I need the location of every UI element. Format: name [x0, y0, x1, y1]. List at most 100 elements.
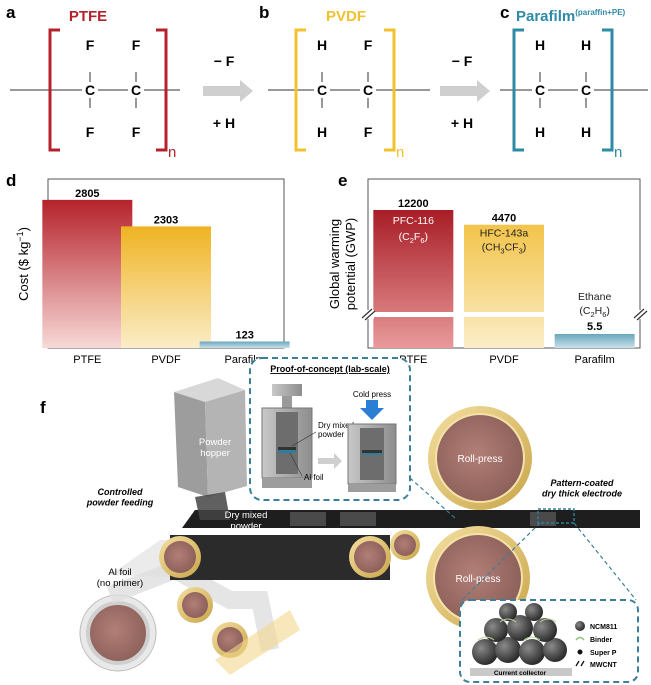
chart-d-ylabel: Cost ($ kg−1)	[15, 227, 31, 301]
legend-ncm811-icon	[575, 621, 585, 631]
panel-e: e Global warming potential (GWP) 12200PF…	[327, 171, 648, 366]
concept-title: Proof-of-concept (lab-scale)	[270, 364, 390, 374]
atom-bottom-right: F	[364, 124, 373, 140]
legend-mwcnt-icon	[575, 660, 585, 667]
atom-carbon-left: C	[535, 82, 545, 98]
chart-e-gas-formula: (C2H6)	[579, 305, 610, 319]
legend-binder: Binder	[590, 637, 612, 644]
panel-letter-e: e	[338, 171, 347, 190]
al-foil-small-label: Al foil	[304, 473, 324, 482]
repeat-n: n	[396, 144, 404, 161]
chart-d-category-label: PTFE	[73, 354, 101, 366]
al-foil-label: Al foil(no primer)	[97, 567, 143, 589]
current-collector	[470, 668, 572, 676]
panel-c: c Parafilm(paraffin+PE) H H C C H H n	[500, 3, 648, 161]
chart-e-bar-parafilm	[554, 334, 635, 348]
chart-e-ylabel-1: Global warming	[327, 219, 342, 309]
chart-e-category-label: PVDF	[489, 354, 519, 366]
electrode-zoom-inset: Current collector NCM811 Binder	[459, 522, 639, 683]
panel-letter-a: a	[6, 3, 16, 22]
legend-binder-icon	[575, 636, 585, 641]
down-arrow-icon	[360, 400, 384, 420]
legend-mwcnt: MWCNT	[590, 662, 618, 669]
panel-b: b PVDF H F C C H F n	[259, 3, 430, 161]
atom-carbon-right: C	[131, 82, 141, 98]
legend-superp: Super P	[590, 650, 617, 657]
atom-carbon-right: C	[363, 82, 373, 98]
chart-d-value-label: 2303	[154, 214, 178, 226]
atom-top-left: F	[86, 37, 95, 53]
panel-a: a PTFE F F C C F F n	[6, 3, 180, 161]
panel-letter-d: d	[6, 171, 16, 190]
arrow-b-to-c: − F + H	[440, 53, 490, 131]
roll-press-top-label: Roll-press	[457, 454, 502, 465]
arrow1-bottom: + H	[213, 115, 235, 131]
bracket-left	[294, 28, 306, 152]
current-collector-label: Current collector	[494, 670, 547, 677]
arrow-icon	[318, 453, 342, 469]
atom-bottom-right: H	[581, 124, 591, 140]
legend-superp-icon	[577, 649, 583, 655]
electrode-zoom-box	[537, 508, 575, 524]
panel-title-ptfe: PTFE	[69, 8, 107, 25]
axis-break-marks	[361, 308, 648, 321]
chart-e-value-label: 4470	[492, 213, 516, 225]
repeat-n: n	[168, 144, 176, 161]
atom-bottom-left: H	[535, 124, 545, 140]
chart-e-gas-name: PFC-116	[393, 215, 434, 227]
particle-cluster	[472, 603, 567, 665]
atom-bottom-left: F	[86, 124, 95, 140]
cold-press-label: Cold press	[353, 390, 391, 399]
chart-d-bar-ptfe	[42, 199, 133, 348]
atom-top-right: H	[581, 37, 591, 53]
panel-letter-b: b	[259, 3, 269, 22]
atom-carbon-left: C	[317, 82, 327, 98]
chart-d-value-label: 2805	[75, 188, 99, 200]
atom-carbon-right: C	[581, 82, 591, 98]
chart-e-bars: 12200PFC-116(C2F6)PTFE4470HFC-143a(CH3CF…	[372, 198, 635, 366]
atom-top-right: F	[364, 37, 373, 53]
bar-break-gap	[463, 312, 545, 317]
panel-letter-c: c	[500, 3, 509, 22]
atom-top-left: H	[317, 37, 327, 53]
panel-title-parafilm: Parafilm(paraffin+PE)	[516, 8, 626, 25]
chart-d-bar-pvdf	[121, 226, 211, 348]
chart-d-category-label: PVDF	[151, 354, 181, 366]
repeat-n: n	[614, 144, 622, 161]
arrow2-bottom: + H	[451, 115, 473, 131]
roll-press-top: Roll-press	[428, 406, 532, 510]
chart-e-bar-ptfe	[373, 210, 454, 348]
atom-carbon-left: C	[85, 82, 95, 98]
bracket-left	[512, 28, 524, 152]
bracket-left	[48, 28, 60, 152]
chart-e-bar-pvdf	[464, 224, 544, 348]
bar-break-gap	[372, 312, 455, 317]
bracket-right	[602, 28, 614, 152]
chart-e-ylabel-2: potential (GWP)	[343, 218, 358, 310]
atom-bottom-left: H	[317, 124, 327, 140]
arrow-a-to-b: − F + H	[203, 53, 253, 131]
arrow2-top: − F	[452, 53, 473, 69]
chart-d-value-label: 123	[235, 330, 253, 342]
panel-d: d Cost ($ kg−1) 2805PTFE2303PVDF123Paraf…	[6, 171, 290, 366]
legend-ncm811: NCM811	[590, 624, 617, 631]
roll-press-bottom-label: Roll-press	[455, 574, 500, 585]
atom-top-left: H	[535, 37, 545, 53]
chart-e-category-label: Parafilm	[574, 354, 614, 366]
bracket-right	[156, 28, 168, 152]
bracket-right	[384, 28, 396, 152]
chart-e-value-label: 5.5	[587, 321, 602, 333]
atom-bottom-right: F	[132, 124, 141, 140]
chart-e-gas-name: HFC-143a	[480, 228, 529, 240]
panel-letter-f: f	[40, 398, 46, 417]
